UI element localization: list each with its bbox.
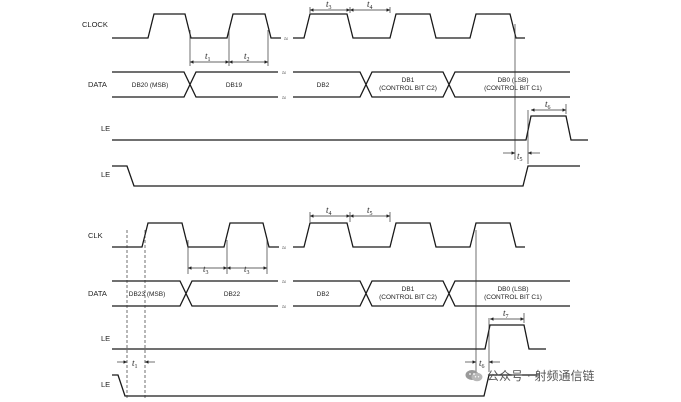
bottom-le2-label: LE: [101, 380, 110, 389]
bottom-data-break-lower: ≈: [282, 303, 286, 311]
top-data-break-upper: ≈: [282, 69, 286, 77]
bottom-clk-break: ≈: [282, 244, 286, 252]
top-seg-db2: DB2: [317, 82, 330, 89]
watermark-text: 公众号 · 射频通信链: [487, 369, 595, 383]
top-clock-label: CLOCK: [82, 20, 108, 29]
top-clock-break: ≈: [284, 35, 288, 43]
top-le1-waveform: [112, 115, 588, 141]
bottom-clk-label: CLK: [88, 231, 103, 240]
bottom-seg-db1: DB1: [402, 286, 415, 293]
top-seg-db19: DB19: [226, 82, 243, 89]
top-data-bus: [112, 71, 570, 98]
bottom-t5-label: t5: [367, 205, 373, 217]
bottom-seg-db2: DB2: [317, 291, 330, 298]
bottom-data-break-upper: ≈: [282, 278, 286, 286]
top-seg-db0-sub: (CONTROL BIT C1): [484, 85, 542, 92]
bottom-seg-db22: DB22: [224, 291, 241, 298]
bottom-le1-waveform: [112, 324, 546, 350]
bottom-data-bus: [112, 280, 570, 307]
bottom-t4-label: t4: [326, 205, 332, 217]
top-t3-label: t3: [326, 0, 332, 11]
bottom-seg-db1-sub: (CONTROL BIT C2): [379, 294, 437, 301]
wechat-icon: [465, 370, 483, 382]
bottom-seg-db0-sub: (CONTROL BIT C1): [484, 294, 542, 301]
bottom-t1-label: t1: [132, 358, 138, 370]
top-data-break-lower: ≈: [282, 94, 286, 102]
top-seg-db1: DB1: [402, 77, 415, 84]
bottom-clk-waveform: [112, 222, 525, 248]
bottom-timing-diagram: CLK DATA LE LE ≈ ≈ ≈ DB23 (MSB) DB22 DB2…: [88, 205, 570, 398]
bottom-le1-label: LE: [101, 334, 110, 343]
bottom-t3a-label: t3: [203, 264, 209, 276]
bottom-le2-waveform: [112, 374, 540, 397]
top-seg-db1-sub: (CONTROL BIT C2): [379, 85, 437, 92]
bottom-data-label: DATA: [88, 289, 107, 298]
bottom-t6-label: t6: [479, 358, 485, 370]
top-timing-diagram: CLOCK DATA LE LE ≈ ≈ ≈ DB20 (MSB) DB19 D…: [82, 0, 588, 187]
top-t1-label: t1: [205, 51, 211, 63]
top-le2-label: LE: [101, 170, 110, 179]
watermark: 公众号 · 射频通信链: [465, 367, 594, 384]
top-data-label: DATA: [88, 80, 107, 89]
bottom-seg-db23: DB23 (MSB): [129, 291, 165, 298]
top-le1-label: LE: [101, 124, 110, 133]
top-t2-label: t2: [244, 51, 250, 63]
bottom-seg-db0: DB0 (LSB): [497, 286, 528, 293]
top-t6-label: t6: [545, 99, 551, 111]
top-le2-waveform: [112, 165, 580, 187]
top-t5-label: t5: [517, 151, 523, 163]
top-clock-waveform: [112, 13, 525, 39]
top-t4-label: t4: [367, 0, 373, 11]
top-seg-db0: DB0 (LSB): [497, 77, 528, 84]
bottom-t7-label: t7: [503, 308, 509, 320]
top-seg-db20: DB20 (MSB): [132, 82, 168, 89]
bottom-t3b-label: t3: [244, 264, 250, 276]
